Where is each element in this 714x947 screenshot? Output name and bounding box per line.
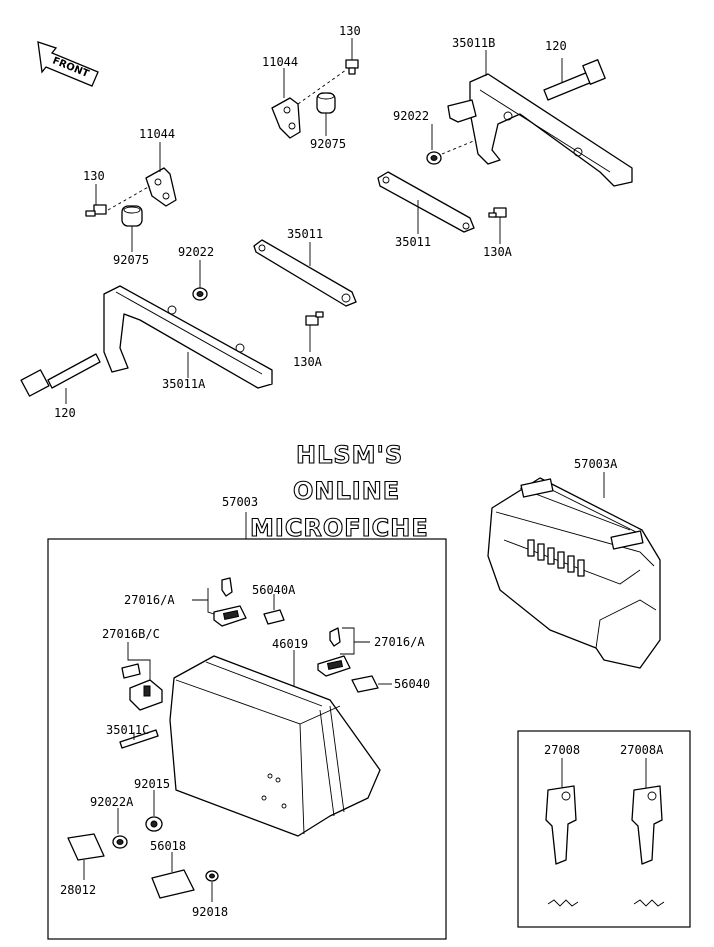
callout-27008A: 27008A [620,743,664,757]
callout-11044-top: 11044 [262,55,298,69]
callout-56018: 56018 [150,839,186,853]
key-27016A-right [317,627,351,677]
leader [192,588,215,615]
callout-130-top: 130 [339,24,361,38]
bolt-120-left [20,353,101,397]
callout-35011-mid: 35011 [287,227,323,241]
bracket-35011A [103,285,273,389]
washer-92022-mid [192,287,208,301]
callout-57003: 57003 [222,495,258,509]
reflector-28012 [67,833,105,861]
rubber-damper-92075-left [121,205,143,227]
plate-56040 [351,675,379,693]
leader [127,642,151,680]
bracket-plate-35011-right [377,171,475,233]
plate-35011C [119,729,159,749]
callout-27016A-1: 27016/A [124,593,175,607]
watermark-line3: MICROFICHE [250,514,429,542]
key-blank-27008A [631,785,665,907]
watermark-line1: HLSM'S [296,441,403,469]
callout-120-left: 120 [54,406,76,420]
kit-box-57003 [47,538,447,940]
bolt-130-top [345,59,359,75]
bolt-130A-mid [305,311,324,326]
callout-28012: 28012 [60,883,96,897]
callout-35011-right: 35011 [395,235,431,249]
callout-92075-left: 92075 [113,253,149,267]
washer-92022-right [426,151,442,165]
callout-120-top: 120 [545,39,567,53]
saddlebag-57003A [487,477,661,669]
callout-92018: 92018 [192,905,228,919]
washer-92022A [112,835,128,849]
nut-92018 [205,870,219,882]
bracket-35011B [447,73,633,187]
callout-35011C: 35011C [106,723,149,737]
bracket-plate-35011-mid [253,239,357,307]
leader [441,139,477,155]
callout-27016A-2: 27016/A [374,635,425,649]
key-27016A-upper [213,577,247,627]
pad-56018 [151,869,195,899]
callout-92075-top: 92075 [310,137,346,151]
bolt-130-left [85,204,107,217]
plate-56040A [263,609,285,625]
bracket-11044-top [271,97,301,139]
callout-92022A: 92022A [90,795,134,809]
callout-56040: 56040 [394,677,430,691]
watermark: HLSM'S ONLINE MICROFICHE [249,440,429,542]
callout-27008: 27008 [544,743,580,757]
callout-35011A: 35011A [162,377,206,391]
leader [340,627,370,655]
key-blank-27008 [545,785,579,907]
nut-92015 [145,816,163,832]
front-direction-arrow-icon: FRONT [37,41,99,87]
bolt-130A-right [488,207,507,218]
lock-27016BC [121,663,163,711]
keys-box [517,730,691,928]
callout-46019: 46019 [272,637,308,651]
bracket-11044-left [145,167,177,207]
callout-92022-right: 92022 [393,109,429,123]
watermark-line2: ONLINE [293,477,400,505]
callout-27016BC: 27016B/C [102,627,160,641]
rubber-damper-92075-top [316,92,336,114]
saddlebag-shell-46019 [169,655,381,837]
bolt-120-top [543,59,606,101]
callout-92015: 92015 [134,777,170,791]
callout-92022-mid: 92022 [178,245,214,259]
callout-130A-right: 130A [483,245,513,259]
leader [297,69,347,105]
callout-11044-left: 11044 [139,127,175,141]
callout-35011B: 35011B [452,36,495,50]
callout-56040A: 56040A [252,583,296,597]
latch-row [527,539,585,577]
callout-130A-mid: 130A [293,355,323,369]
callout-labels: 130 11044 92075 35011B 120 92022 35011 1… [54,24,664,919]
leader [107,185,151,211]
callout-57003A: 57003A [574,457,618,471]
callout-130-left: 130 [83,169,105,183]
